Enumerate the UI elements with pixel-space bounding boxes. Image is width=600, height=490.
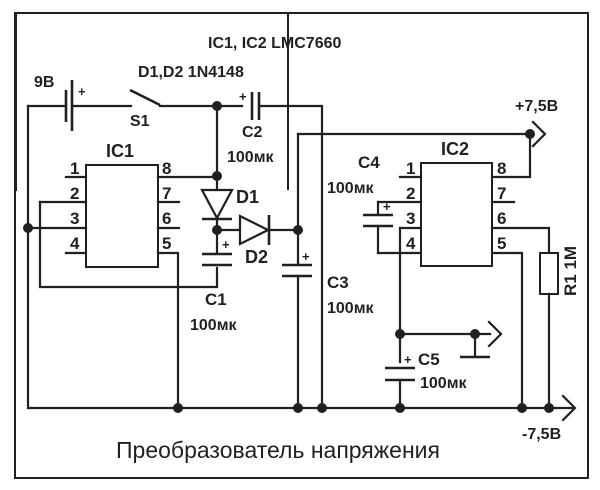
c4-plus: + [383, 199, 391, 214]
d2-label: D2 [245, 247, 268, 267]
d1-label: D1 [236, 187, 259, 207]
junction-bus-c5 [395, 403, 405, 413]
ic1-pin8-label: 8 [162, 159, 171, 178]
outer-frame [14, 12, 589, 479]
c3-label: C3 [327, 273, 349, 292]
negative-output-arrow [561, 394, 577, 422]
r1-label: R1 1M [561, 246, 580, 296]
c2-plus: + [239, 89, 247, 104]
ic2-pin5-lead [490, 251, 524, 410]
ic2-pin1-label: 1 [406, 159, 415, 178]
battery-label: 9В [34, 74, 54, 91]
junction-positive-out [525, 129, 535, 139]
d2-symbol [238, 214, 271, 246]
c5-plus: + [404, 352, 412, 367]
wire-c2-right [257, 104, 324, 410]
ic1-pin4-label: 4 [70, 234, 80, 253]
switch-s1-blade [129, 88, 161, 107]
battery-plus: + [78, 84, 86, 99]
ic2-pin8-label: 8 [497, 159, 506, 178]
wire-pin2-c1 [38, 200, 219, 289]
positive-output-arrow [531, 120, 547, 148]
junction-pin8-d1 [212, 171, 222, 181]
ic2-pin6-lead [490, 226, 551, 255]
ic1-pin3-label: 3 [70, 209, 79, 228]
positive-output-label: +7,5В [515, 98, 558, 115]
c4-label: C4 [358, 153, 380, 172]
ic2-pin3-label: 3 [406, 209, 415, 228]
ic1-label: IC1 [106, 141, 134, 161]
ic2-label: IC2 [441, 139, 469, 159]
junction-bus-c3 [293, 403, 303, 413]
ic2-pin6-label: 6 [497, 209, 506, 228]
c3-value: 100мк [327, 300, 375, 317]
c5-value: 100мк [420, 375, 468, 392]
ic1-pin5-lead [156, 251, 180, 410]
wire-left-rail [26, 104, 180, 410]
junction-d2-c3 [293, 225, 303, 235]
c1-plus: + [222, 237, 230, 252]
c1-value: 100мк [190, 317, 238, 334]
c3-plus: + [302, 249, 310, 264]
junction-bus-c2 [317, 403, 327, 413]
caption: Преобразователь напряжения [116, 437, 440, 463]
ic2-pin5-label: 5 [497, 234, 506, 253]
ic1-pin2-label: 2 [70, 184, 79, 203]
ic1-pin1-label: 1 [70, 159, 79, 178]
ic2-pin7-label: 7 [497, 184, 506, 203]
junction-bus-r1 [544, 403, 554, 413]
ic2-pin4-label: 4 [406, 234, 416, 253]
diode-note: D1,D2 1N4148 [138, 64, 244, 81]
junction-ic1-pin3 [23, 223, 33, 233]
c2-label: C2 [242, 124, 263, 141]
c2-value: 100мк [227, 149, 275, 166]
d1-symbol [200, 188, 234, 221]
junction-bus-ic1 [173, 403, 183, 413]
ic1-body [85, 164, 159, 268]
r1-body [539, 252, 559, 295]
c1-label: C1 [205, 290, 227, 309]
ic2-pin8-lead [490, 132, 532, 179]
ic1-pin6-label: 6 [162, 209, 171, 228]
junction-ground-out [470, 329, 480, 339]
switch-label: S1 [130, 113, 150, 130]
junction-switch-c2 [212, 101, 222, 111]
c4-value: 100мк [327, 180, 375, 197]
ground-arrow [487, 320, 503, 348]
ic1-pin7-label: 7 [162, 184, 171, 203]
junction-bus-pin5 [517, 403, 527, 413]
ic2-body [420, 162, 493, 267]
ic-note: IC1, IC2 LMC7660 [208, 35, 341, 52]
junction-d1-d2-c1 [212, 225, 222, 235]
ic1-pin5-label: 5 [162, 234, 171, 253]
junction-ground [395, 329, 405, 339]
ic2-pin2-label: 2 [406, 184, 415, 203]
negative-output-label: -7,5В [522, 426, 561, 443]
c5-label: C5 [418, 350, 440, 369]
